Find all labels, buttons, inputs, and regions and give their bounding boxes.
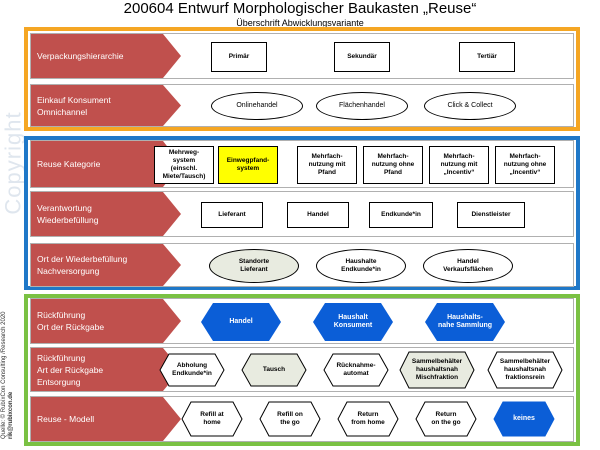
hexagon-shape [159,353,225,387]
option-click-collect[interactable]: Click & Collect [424,92,516,120]
option-mehrfachnutzung-ohne-incentiv[interactable]: Mehrfach-nutzung ohne„Incentiv“ [495,146,555,184]
option-haushaltsnahe-sammlung[interactable]: Haushalts-nahe Sammlung [425,303,505,341]
option-flaechenhandel[interactable]: Flächenhandel [316,92,408,120]
hexagon-shape [323,353,389,387]
band-return [24,294,580,446]
option-handel[interactable]: Handel [287,202,349,228]
hexagon-shape [259,401,321,437]
source-line: Quelle: © RubíxCon Consulting /Research … [1,311,7,440]
source-email: rik@rubixcon.de [8,391,14,439]
row-label: Verpackungshierarchie [31,34,181,78]
option-tausch[interactable]: Tausch [241,353,307,387]
option-tertiaer[interactable]: Tertiär [459,42,515,72]
band-reuse [24,136,580,290]
hexagon-shape [425,303,505,341]
row-verpackungshierarchie: Verpackungshierarchie Primär Sekundär Te… [30,33,574,79]
hexagon-shape [487,351,563,389]
page-subtitle: Überschrift Abwicklungsvariante [236,18,364,28]
hexagon-shape [241,353,307,387]
row-reuse-kategorie: Reuse Kategorie Mehrweg-system(einschl.M… [30,140,574,188]
option-einwegpfandsystem[interactable]: Einwegpfand-system [218,146,278,184]
hexagon-shape [313,303,393,341]
option-handel-rueckgabe[interactable]: Handel [201,303,281,341]
hexagon-shape [493,401,555,437]
hexagon-shape [399,351,475,389]
hexagon-shape [337,401,399,437]
option-mehrfachnutzung-mit-incentiv[interactable]: Mehrfach-nutzung mit„Incentiv“ [429,146,489,184]
option-sekundaer[interactable]: Sekundär [334,42,390,72]
option-endkunde[interactable]: Endkunde*in [369,202,433,228]
option-keines[interactable]: keines [493,401,555,437]
copyright-watermark: Copyright [0,111,26,215]
row-label: Reuse - Modell [31,397,181,441]
option-lieferant[interactable]: Lieferant [201,202,263,228]
source-note: Quelle: © RubíxCon Consulting /Research … [1,299,15,440]
option-mehrwegsystem[interactable]: Mehrweg-system(einschl.Miete/Tausch) [154,146,214,184]
option-onlinehandel[interactable]: Onlinehandel [211,92,303,120]
hexagon-shape [181,401,243,437]
option-primaer[interactable]: Primär [211,42,267,72]
hexagon-shape [201,303,281,341]
option-dienstleister[interactable]: Dienstleister [457,202,525,228]
page-title: 200604 Entwurf Morphologischer Baukasten… [123,0,477,17]
option-ruecknahmeautomat[interactable]: Rücknahme-automat [323,353,389,387]
hexagon-shape [415,401,477,437]
band-packaging [24,27,580,131]
